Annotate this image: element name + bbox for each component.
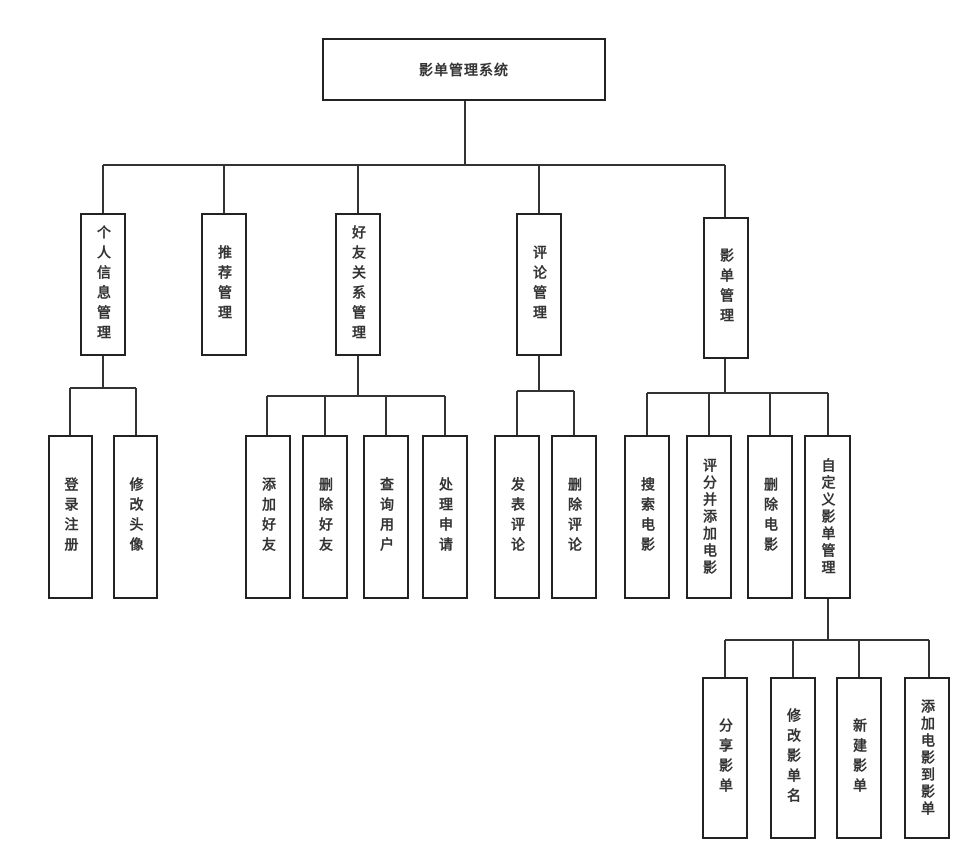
leaf-box: 处理申请 <box>422 435 468 599</box>
leaf-box: 分享影单 <box>702 677 748 839</box>
module-label: 评论管理 <box>531 244 547 325</box>
leaf-box: 修改影单名 <box>770 677 816 839</box>
module-label: 影单管理 <box>718 248 734 328</box>
module-comments: 评论管理 <box>516 213 562 356</box>
leaf-label: 分享影单 <box>717 718 733 798</box>
leaf-label: 删除好友 <box>317 477 333 557</box>
leaf-box: 新建影单 <box>836 677 882 839</box>
leaf-box: 添加好友 <box>245 435 291 599</box>
leaf-label: 添加好友 <box>260 477 276 557</box>
leaf-label: 发表评论 <box>509 477 525 557</box>
leaf-box: 添加电影到影单 <box>904 677 950 839</box>
module-label: 个人信息管理 <box>95 224 111 345</box>
module-playlist: 影单管理 <box>703 217 749 359</box>
leaf-box: 删除好友 <box>302 435 348 599</box>
leaf-box: 发表评论 <box>494 435 540 599</box>
leaf-label: 搜索电影 <box>639 477 655 557</box>
root-label: 影单管理系统 <box>419 62 509 79</box>
module-personal-info: 个人信息管理 <box>80 213 126 356</box>
leaf-label: 自定义影单管理 <box>819 457 836 577</box>
leaf-label: 修改影单名 <box>785 708 801 808</box>
leaf-box: 修改头像 <box>113 435 158 599</box>
module-friends: 好友关系管理 <box>335 213 381 356</box>
leaf-label: 删除评论 <box>566 477 582 557</box>
leaf-box: 搜索电影 <box>624 435 670 599</box>
leaf-label: 修改头像 <box>127 477 144 557</box>
leaf-label: 登录注册 <box>62 477 79 557</box>
module-label: 好友关系管理 <box>350 224 366 345</box>
root-box: 影单管理系统 <box>322 38 606 101</box>
custom-playlist-box: 自定义影单管理 <box>804 435 851 599</box>
leaf-label: 查询用户 <box>378 477 394 557</box>
leaf-label: 处理申请 <box>437 477 453 557</box>
module-label: 推荐管理 <box>216 244 232 325</box>
leaf-box: 查询用户 <box>363 435 409 599</box>
leaf-label: 添加电影到影单 <box>919 698 935 818</box>
module-recommend: 推荐管理 <box>201 213 247 356</box>
leaf-box: 登录注册 <box>48 435 93 599</box>
leaf-box: 评分并添加电影 <box>686 435 732 599</box>
leaf-label: 新建影单 <box>851 718 867 798</box>
leaf-box: 删除评论 <box>551 435 597 599</box>
leaf-box: 删除电影 <box>747 435 793 599</box>
leaf-label: 评分并添加电影 <box>701 457 717 577</box>
leaf-label: 删除电影 <box>762 477 778 557</box>
